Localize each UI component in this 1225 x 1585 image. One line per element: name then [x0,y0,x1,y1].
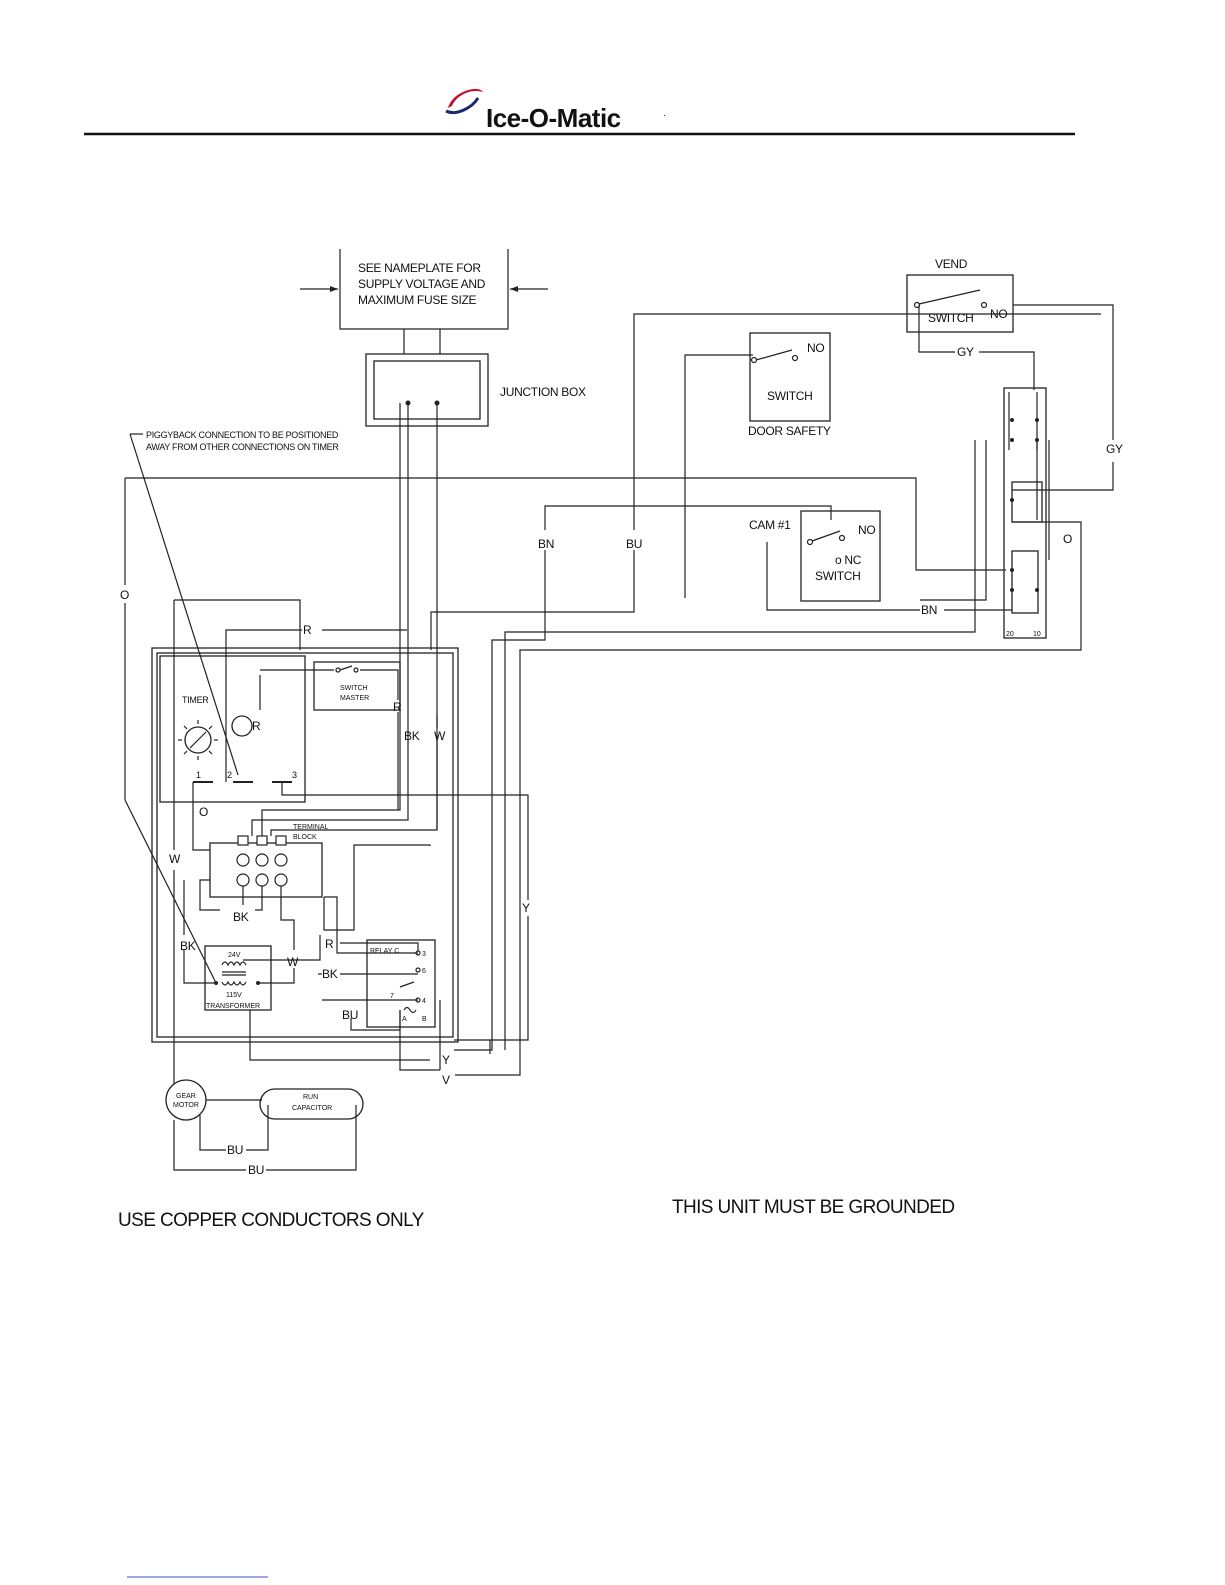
relay-pin-b: B [422,1016,427,1023]
wire-label-bn-right: BN [921,603,937,617]
switch-master-line-2: MASTER [340,695,369,702]
gear-motor: GEAR MOTOR [165,1079,207,1121]
cam-nc-label: o NC [835,553,862,567]
run-capacitor-line-2: CAPACITOR [292,1105,332,1112]
cam-switch-label: SWITCH [815,569,861,583]
run-capacitor: RUN CAPACITOR [259,1088,364,1120]
wire-labels: O R R BK W BN BU BN GY GY W BK BK R W BK… [120,345,1123,1177]
cam-no-label: NO [858,523,875,537]
supply-note: SEE NAMEPLATE FOR SUPPLY VOLTAGE AND MAX… [300,249,548,330]
copper-conductors-note: USE COPPER CONDUCTORS ONLY [118,1210,425,1231]
timer-pin-1: 1 [196,770,201,780]
wire-label-r-master: R [393,700,402,714]
wire-label-o-timer: O [199,805,208,819]
wire-label-gy-right: GY [1106,442,1123,456]
wire-label-y-right: Y [522,901,530,915]
wire-label-w-top: W [434,729,446,743]
wire-label-bu-top: BU [626,537,642,551]
switch-master-line-1: SWITCH [340,685,368,692]
vend-switch: VEND SWITCH NO [906,257,1014,333]
junction-box: JUNCTION BOX [365,353,586,427]
control-box: TIMER R 1 2 3 O SWITCH MASTER [151,647,459,1043]
wire-label-bu-cap2: BU [248,1163,264,1177]
wire-label-w-tx: W [287,955,299,969]
strip-label-10: 10 [1033,631,1041,638]
terminal-block-line-1: TERMINAL [293,824,329,831]
terminal-block-line-2: BLOCK [293,834,317,841]
transformer-label: TRANSFORMER [206,1003,260,1010]
timer-pin-3: 3 [292,770,297,780]
timer-dial-icon [178,720,218,760]
wires [124,304,1114,1171]
supply-note-line-1: SEE NAMEPLATE FOR [358,261,481,275]
gear-motor-line-1: GEAR [176,1093,196,1100]
grounded-note: THIS UNIT MUST BE GROUNDED [672,1197,954,1218]
wire-label-bk-left: BK [180,939,196,953]
relay-pin-a: A [402,1016,407,1023]
wire-label-bu-cap1: BU [227,1143,243,1157]
door-safety-switch: NO SWITCH DOOR SAFETY [748,332,831,438]
relay-pin-6: 6 [422,968,426,975]
vend-switch-label: SWITCH [928,311,974,325]
door-no-label: NO [807,341,824,355]
piggyback-note-line-1: PIGGYBACK CONNECTION TO BE POSITIONED [146,430,339,440]
wire-label-bn-left: BN [538,537,554,551]
wire-label-bk-tb: BK [233,910,249,924]
supply-note-line-2: SUPPLY VOLTAGE AND [358,277,486,291]
strip-label-20: 20 [1006,631,1014,638]
wire-label-y-bottom: Y [442,1053,450,1067]
wire-label-v: V [442,1073,450,1087]
brand-logo: Ice-O-Matic · [445,88,666,133]
wire-label-o: O [120,588,129,602]
cam-switch: CAM #1 NO o NC SWITCH [749,510,881,602]
terminal-strip: 20 10 O [1003,387,1072,639]
relay-pin-7: 7 [390,993,394,1000]
timer-pin-2: 2 [227,770,232,780]
transformer-24v-label: 24V [228,952,241,959]
door-safety-label: DOOR SAFETY [748,424,831,438]
wire-label-w-left: W [169,852,181,866]
wire-label-bk-top: BK [404,729,420,743]
brand-name: Ice-O-Matic [486,103,621,133]
junction-box-label: JUNCTION BOX [500,385,586,399]
relay-pin-4: 4 [422,998,426,1005]
wire-label-gy-top: GY [957,345,974,359]
piggyback-note-line-2: AWAY FROM OTHER CONNECTIONS ON TIMER [146,442,339,452]
wire-label-bu-relay: BU [342,1008,358,1022]
registered-mark: · [663,110,666,121]
relay-label: RELAY C [370,948,399,955]
wire-label-r-timer: R [252,719,261,733]
swoosh-icon [448,88,483,108]
door-switch-label: SWITCH [767,389,813,403]
wire-label-bk-relay: BK [322,967,338,981]
wire-label-r-relay: R [325,937,334,951]
wire-label-r-top: R [303,623,312,637]
swoosh-icon-dark [445,97,480,114]
vend-label: VEND [935,257,968,271]
cam-label: CAM #1 [749,518,791,532]
transformer-115v-label: 115V [226,992,242,999]
wire-label-o-right: O [1063,532,1072,546]
relay-pin-3: 3 [422,951,426,958]
gear-motor-line-2: MOTOR [173,1102,199,1109]
run-capacitor-line-1: RUN [303,1094,318,1101]
piggyback-note: PIGGYBACK CONNECTION TO BE POSITIONED AW… [129,430,340,776]
supply-note-line-3: MAXIMUM FUSE SIZE [358,293,477,307]
timer-label: TIMER [182,695,209,705]
